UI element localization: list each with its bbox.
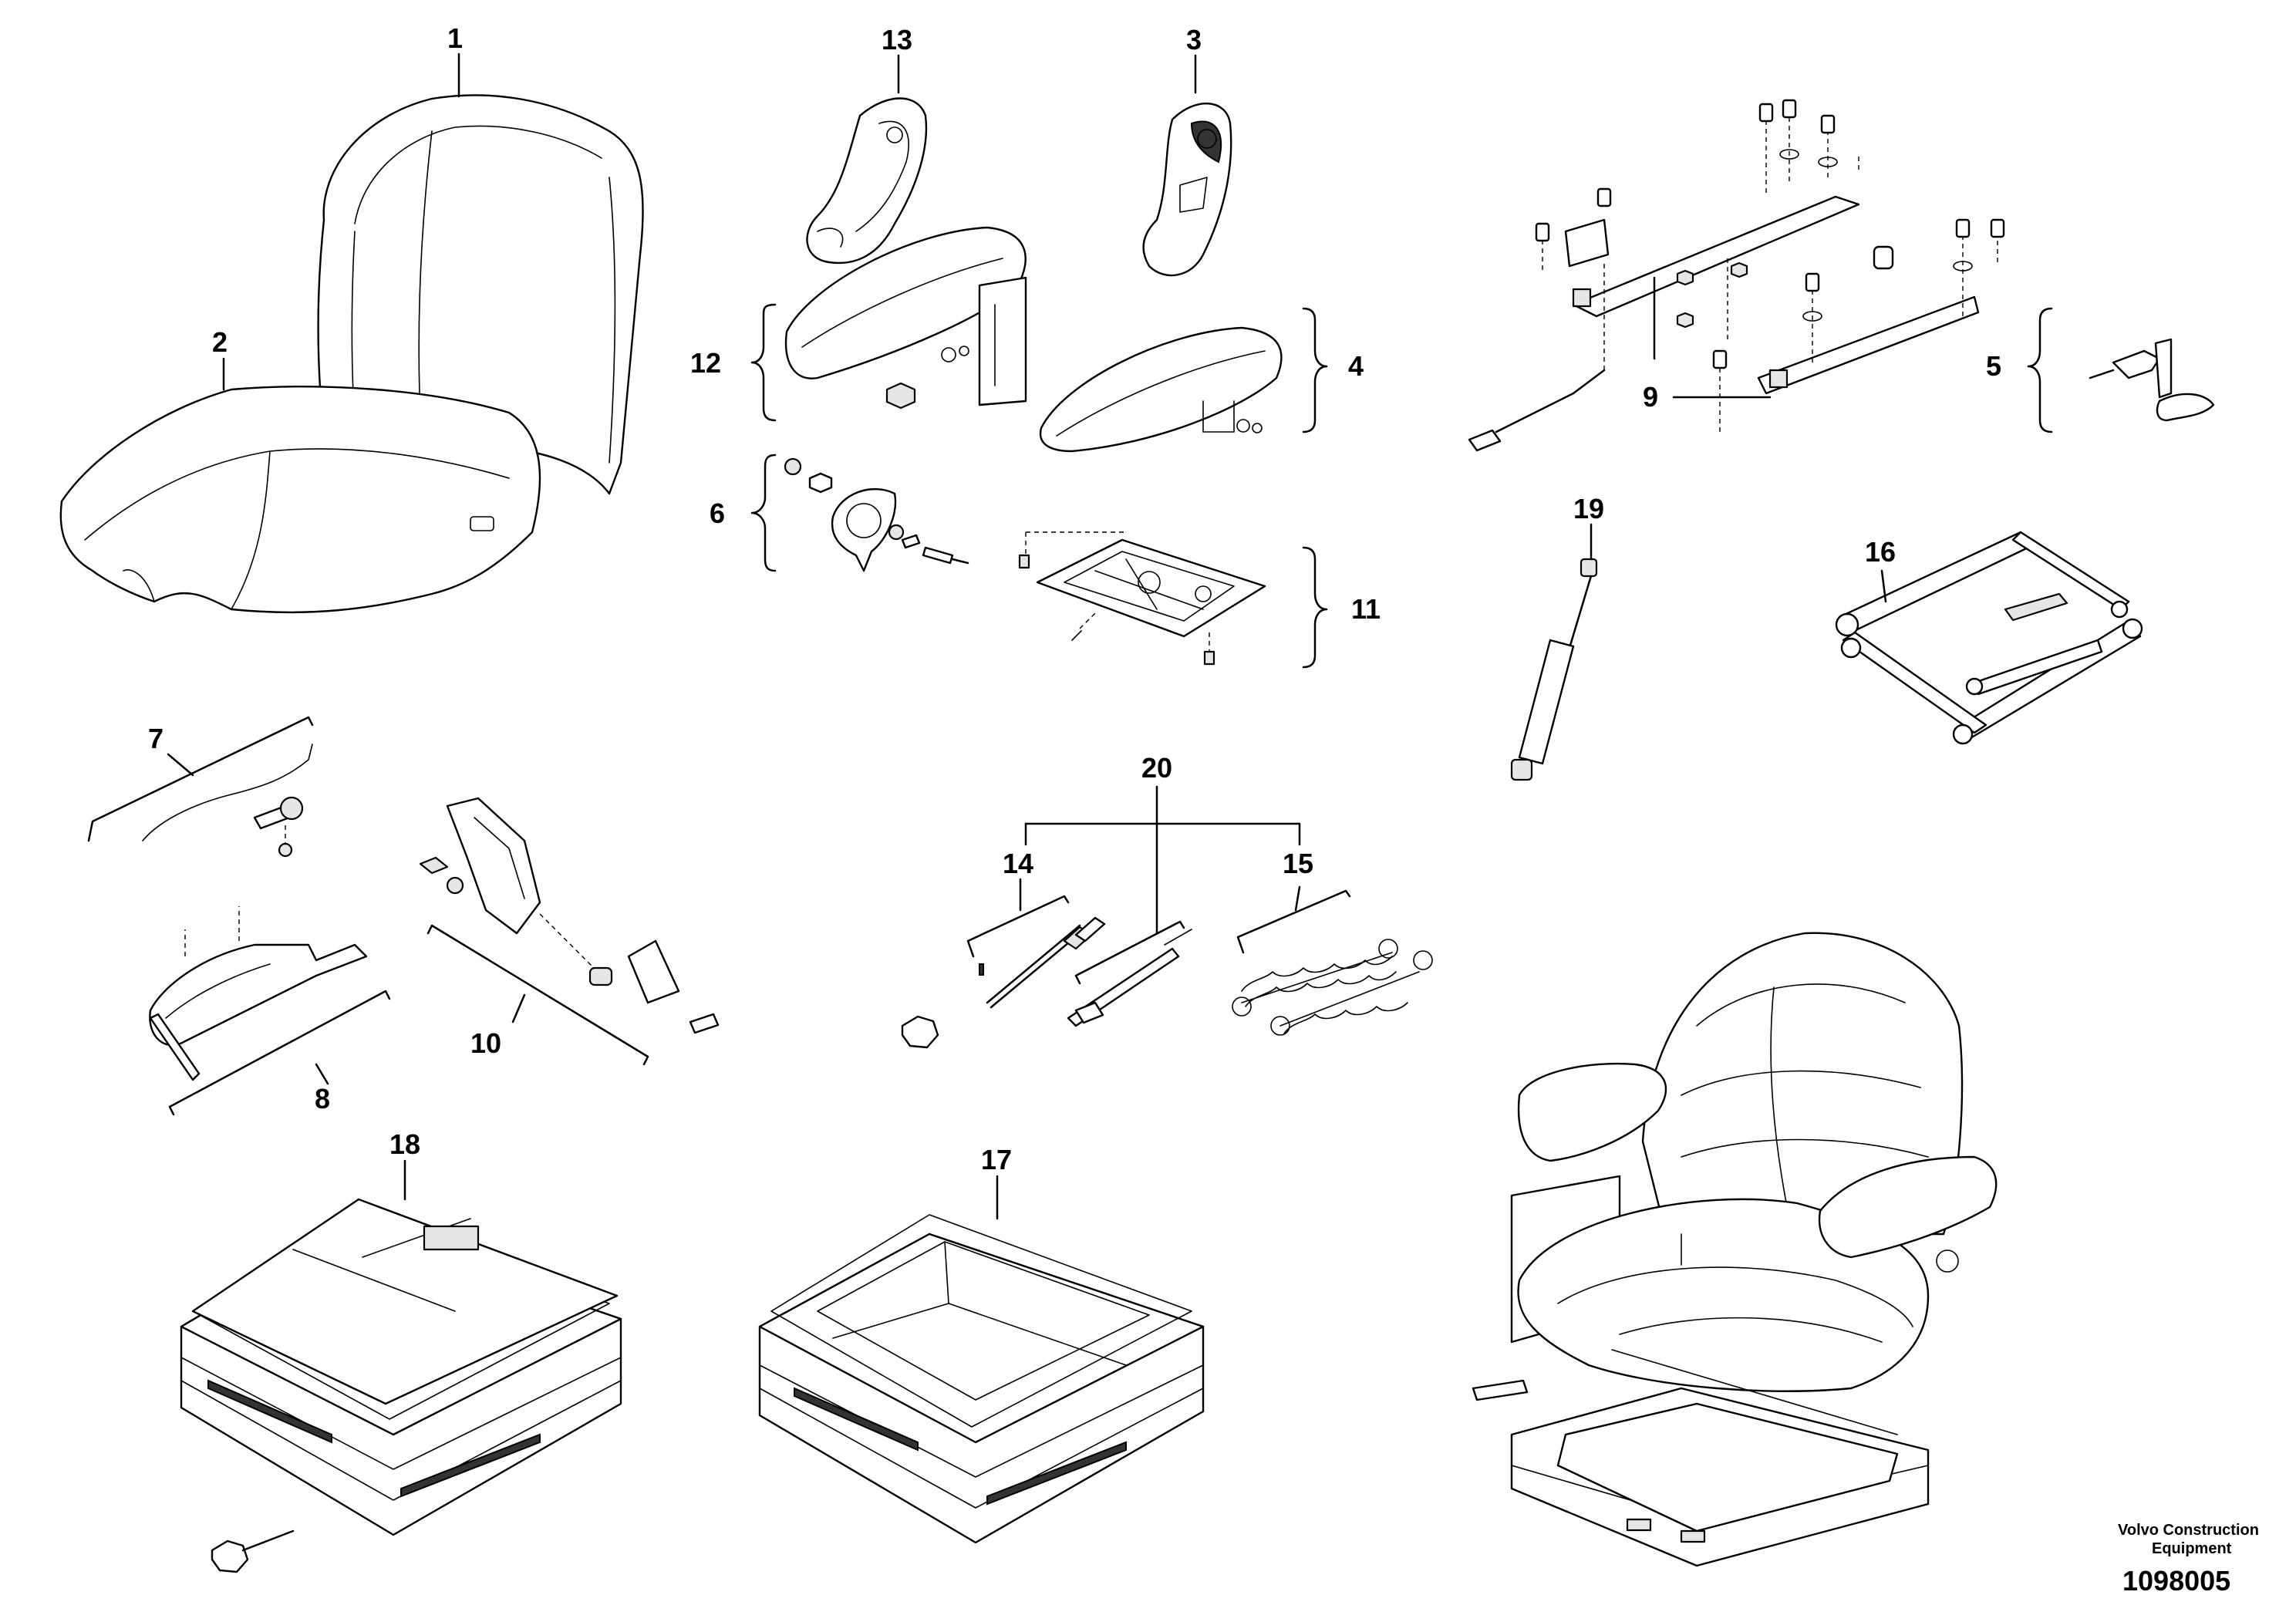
- callout-12: 12: [690, 347, 721, 379]
- part-10-seat-belt: [419, 797, 720, 1034]
- callout-17: 17: [981, 1144, 1012, 1175]
- callout-11: 11: [1351, 593, 1381, 625]
- callout-18: 18: [389, 1128, 420, 1160]
- leader-7: [167, 753, 194, 777]
- part-8-handle: [149, 906, 368, 1081]
- leader-8: [315, 1063, 329, 1085]
- callout-7: 7: [148, 723, 164, 754]
- callout-9: 9: [1643, 381, 1658, 413]
- part-15-springs: [1232, 939, 1433, 1036]
- callout-5: 5: [1986, 350, 2001, 382]
- part-18-suspension-base: [180, 1198, 622, 1573]
- callout-19: 19: [1573, 493, 1604, 524]
- complete-seat-assembly: [1472, 932, 1998, 1567]
- leader-15: [1294, 885, 1301, 912]
- part-19-gas-spring: [1510, 558, 1598, 781]
- part-12-armrest-left: [784, 226, 1027, 410]
- callout-6: 6: [710, 497, 725, 529]
- callout-1: 1: [447, 22, 463, 54]
- part-7-cable: [142, 744, 313, 858]
- bracket-10: [426, 924, 649, 1066]
- callout-3: 3: [1186, 24, 1202, 56]
- document-number: 1098005: [2122, 1565, 2230, 1597]
- part-2-seat-cushion: [59, 386, 541, 614]
- brand-line-2: Equipment: [2152, 1540, 2232, 1557]
- bracket-8: [168, 990, 391, 1116]
- part-6-adjuster-kit: [784, 457, 969, 572]
- bracket-12: [750, 303, 777, 422]
- leader-10: [511, 993, 526, 1023]
- bracket-5: [2027, 307, 2053, 433]
- part-13-armrest-cover-left: [806, 97, 928, 265]
- part-20-rod: [1067, 929, 1192, 1027]
- callout-2: 2: [212, 326, 228, 358]
- brand-line-1: Volvo Construction: [2118, 1522, 2259, 1539]
- part-3-armrest-cover-right: [1142, 102, 1232, 277]
- callout-4: 4: [1348, 350, 1364, 382]
- bracket-7: [87, 716, 314, 842]
- part-16-scissor-linkage: [1835, 531, 2143, 745]
- bracket-4: [1302, 307, 1328, 433]
- callout-8: 8: [315, 1083, 330, 1114]
- callout-16: 16: [1865, 536, 1896, 568]
- leader-16: [1880, 569, 1887, 603]
- bracket-15: [1236, 889, 1351, 954]
- part-14-adjuster-screw: [901, 916, 1106, 1049]
- part-4-armrest-right: [1039, 326, 1283, 453]
- bracket-14: [966, 895, 1070, 958]
- callout-14: 14: [1003, 848, 1033, 879]
- bracket-6: [750, 454, 777, 572]
- bracket-20-mid: [1074, 920, 1185, 985]
- callout-13: 13: [882, 24, 912, 56]
- callout-10: 10: [470, 1027, 501, 1059]
- callout-15: 15: [1283, 848, 1313, 879]
- part-5-lever: [2089, 338, 2215, 422]
- part-9-slide-rails: [1468, 99, 2005, 452]
- part-17-suspension-frame: [758, 1214, 1205, 1544]
- callout-20: 20: [1141, 752, 1172, 784]
- bracket-11: [1302, 546, 1328, 669]
- part-11-seat-plate: [1018, 531, 1266, 666]
